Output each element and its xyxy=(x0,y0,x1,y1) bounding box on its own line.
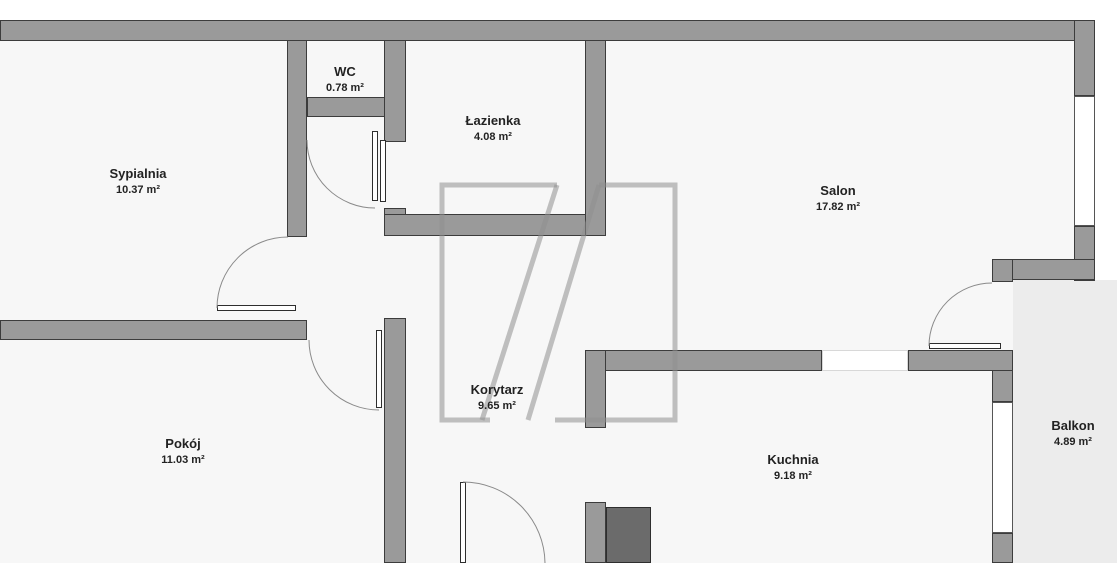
sypialnia-door-arc xyxy=(216,236,289,309)
kitchen-salon-pass-through xyxy=(822,350,908,371)
room-label-wc: WC 0.78 m² xyxy=(326,64,364,95)
room-label-balkon: Balkon 4.89 m² xyxy=(1051,418,1094,449)
room-label-lazienka: Łazienka 4.08 m² xyxy=(466,113,521,144)
room-label-salon: Salon 17.82 m² xyxy=(816,183,860,214)
room-name: Korytarz xyxy=(470,382,524,397)
wall-sypialnia-right-upper xyxy=(287,40,307,237)
wall-kitchen-top-right xyxy=(908,350,1013,371)
room-area: 4.89 m² xyxy=(1054,435,1092,448)
room-name: Łazienka xyxy=(465,113,521,128)
wall-kitchen-left-upper xyxy=(585,350,606,428)
entrance-door-arc xyxy=(462,481,546,563)
wall-sypialnia-pokoj xyxy=(0,320,307,340)
room-name: Kuchnia xyxy=(767,452,819,467)
wc-door[interactable] xyxy=(372,131,378,201)
outer-wall-right-upper xyxy=(1074,20,1095,96)
room-label-sypialnia: Sypialnia 10.37 m² xyxy=(109,166,166,197)
room-label-kuchnia: Kuchnia 9.18 m² xyxy=(767,452,818,483)
room-area: 4.08 m² xyxy=(474,130,512,143)
room-name: Pokój xyxy=(165,436,201,451)
balcony-door-arc xyxy=(928,282,993,347)
salon-window xyxy=(1074,96,1095,226)
room-name: Sypialnia xyxy=(109,166,167,181)
room-name: WC xyxy=(334,64,356,79)
balcony-floor xyxy=(1013,280,1117,563)
wc-door-arc xyxy=(306,139,376,209)
room-area: 9.65 m² xyxy=(478,399,516,412)
wall-wc-lazienka xyxy=(384,40,406,142)
interior-floor xyxy=(0,40,1075,563)
lazienka-door[interactable] xyxy=(380,140,386,202)
room-area: 11.03 m² xyxy=(161,453,205,466)
pokoj-door[interactable] xyxy=(376,330,382,408)
room-area: 0.78 m² xyxy=(326,81,364,94)
room-label-pokoj: Pokój 11.03 m² xyxy=(161,436,204,467)
pokoj-door-arc xyxy=(308,339,380,411)
room-name: Salon xyxy=(820,183,856,198)
room-area: 10.37 m² xyxy=(115,183,161,196)
room-area: 9.18 m² xyxy=(774,469,812,482)
room-area: 17.82 m² xyxy=(815,200,861,213)
room-label-korytarz: Korytarz 9.65 m² xyxy=(471,382,524,413)
kitchen-appliance-block xyxy=(606,507,651,563)
wall-salon-balcony-left xyxy=(992,259,1013,282)
kitchen-window xyxy=(992,402,1013,533)
room-name: Balkon xyxy=(1051,418,1095,433)
